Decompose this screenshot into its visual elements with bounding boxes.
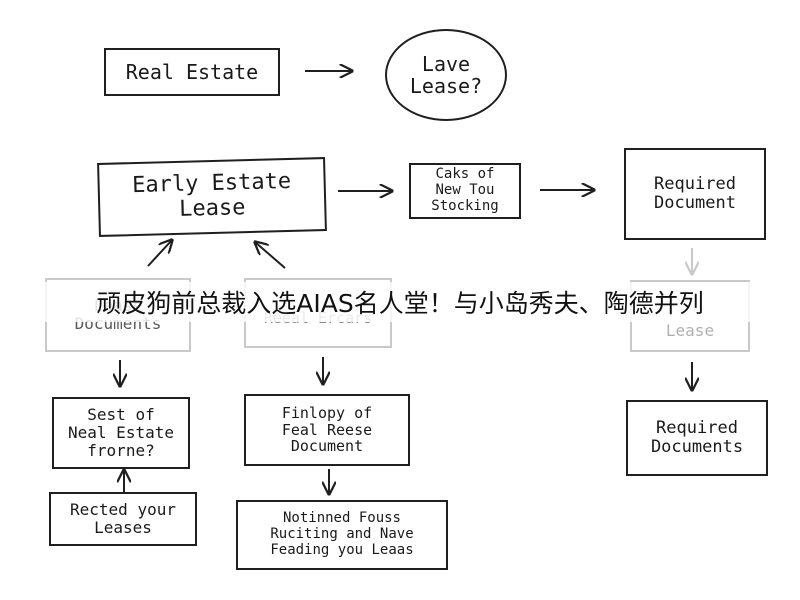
node-required-documents: Required Documents	[626, 400, 768, 476]
node-early-estate-lease: Early Estate Lease	[97, 157, 327, 237]
arrow-leasedocs-to-early	[147, 240, 172, 267]
node-finlopy-of: Finlopy of Feal Reese Document	[244, 394, 410, 466]
node-caks-of-new: Caks of New Tou Stocking	[409, 163, 521, 219]
node-real-estate: Real Estate	[104, 48, 280, 96]
node-notinned-fouss: Notinned Fouss Ruciting and Nave Feading…	[236, 500, 448, 570]
node-sest-of-neal: Sest of Neal Estate frorne?	[52, 397, 190, 469]
node-lave-lease: Lave Lease?	[385, 29, 507, 121]
overlay-headline-banner: 顽皮狗前总裁入选AIAS名人堂！与小岛秀夫、陶德并列	[0, 282, 800, 322]
node-rected-your: Rected your Leases	[49, 492, 197, 546]
arrow-reeal-to-early	[255, 242, 286, 269]
node-required-document: Required Document	[624, 148, 766, 240]
